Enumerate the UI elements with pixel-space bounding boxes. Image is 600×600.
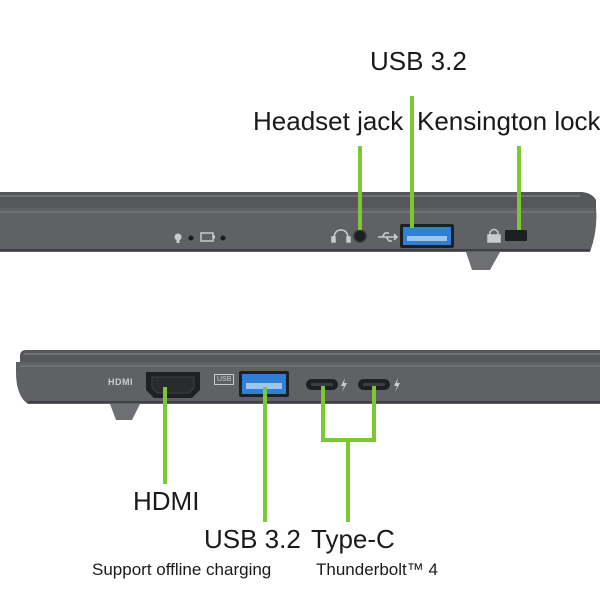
usb-a-port-top bbox=[400, 224, 454, 248]
usb-logo-marking: USB bbox=[214, 374, 235, 385]
type-c-port-2 bbox=[358, 379, 390, 390]
label-type-c: Type-C bbox=[311, 524, 395, 554]
headset-icon bbox=[331, 229, 351, 243]
type-c-port-1 bbox=[306, 379, 338, 390]
label-type-c-note: Thunderbolt™ 4 bbox=[316, 560, 438, 579]
battery-charging-icon bbox=[200, 232, 215, 242]
lightning-icon bbox=[394, 378, 400, 392]
label-usb-bottom: USB 3.2 bbox=[204, 524, 301, 554]
label-usb-top: USB 3.2 bbox=[370, 46, 467, 76]
battery-led bbox=[220, 235, 226, 241]
rubber-foot bbox=[466, 252, 500, 270]
label-hdmi: HDMI bbox=[133, 486, 200, 516]
power-led bbox=[188, 235, 194, 241]
lightbulb-icon bbox=[174, 233, 182, 243]
label-usb-bottom-note: Support offline charging bbox=[92, 560, 272, 579]
hdmi-port bbox=[146, 372, 200, 398]
kensington-lock-slot bbox=[505, 230, 527, 241]
hdmi-logo-marking: HDMI bbox=[108, 377, 133, 387]
label-headset-jack: Headset jack bbox=[253, 106, 404, 136]
usb-trident-icon bbox=[378, 232, 399, 242]
padlock-icon bbox=[487, 228, 501, 243]
usb-a-port-bottom bbox=[239, 371, 289, 397]
label-kensington-lock: Kensington lock bbox=[417, 106, 600, 136]
rubber-foot bbox=[110, 404, 140, 420]
callout-line-typec bbox=[321, 386, 376, 522]
lightning-icon bbox=[341, 378, 347, 392]
headset-jack-port bbox=[353, 229, 367, 243]
